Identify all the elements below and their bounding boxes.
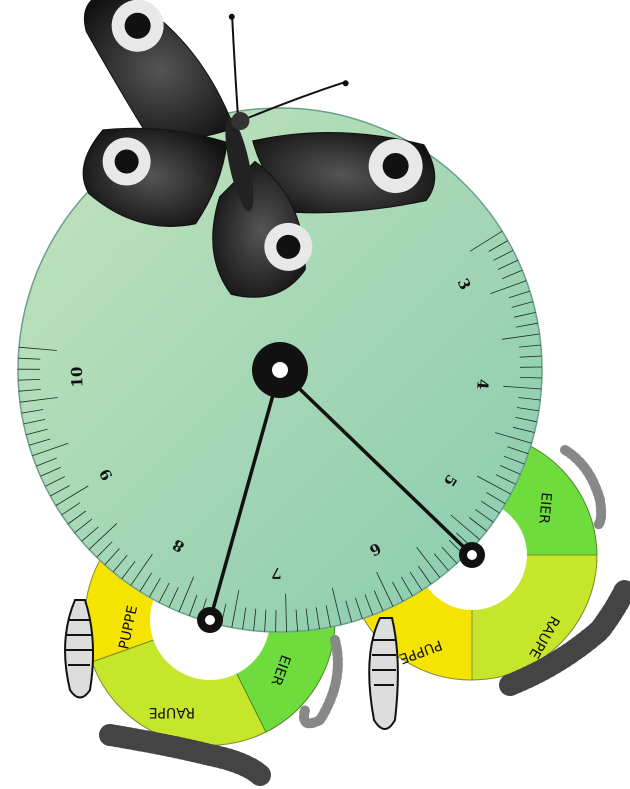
dial-month-label-7: 7: [271, 564, 282, 582]
wheel-right-label-eier: EIER: [535, 492, 554, 525]
pupa-icon: [369, 618, 398, 729]
wheel-left-label-raupe: RAUPE: [149, 704, 195, 720]
pupa-icon: [65, 600, 93, 698]
dial-month-label-10: 10: [68, 366, 87, 387]
dial-month-label-4: 4: [473, 378, 492, 390]
